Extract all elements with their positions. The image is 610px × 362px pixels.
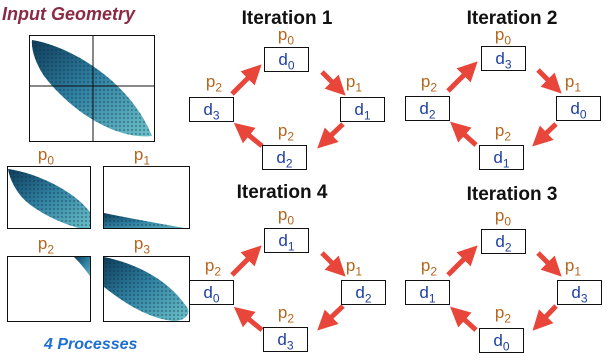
mesh-part-p2 (74, 257, 90, 277)
mesh-part-p0 (8, 169, 90, 228)
i3-right-data: d3 (557, 280, 602, 305)
i2-bottom-data: d1 (479, 145, 524, 170)
i4-right-data: d2 (341, 280, 386, 305)
proc-label-p2: p2 (37, 234, 55, 257)
i4-left-data: d0 (189, 280, 234, 305)
i2-top-data: d3 (481, 46, 526, 71)
proc-label-p0: p0 (37, 145, 55, 168)
arrow-i4-left-top (230, 245, 262, 277)
i1-top-data: d0 (264, 47, 309, 72)
i1-left-proc: p2 (205, 72, 223, 95)
arrow-i4-right-bottom (317, 304, 345, 331)
iteration-4-title: Iteration 4 (236, 182, 328, 203)
mesh-part-p1 (104, 213, 185, 228)
i1-bottom-data: d2 (262, 145, 307, 170)
i1-right-proc: p1 (345, 72, 363, 95)
i1-bottom-proc: p2 (277, 121, 295, 144)
leaf-mesh-image (30, 36, 154, 141)
input-geometry-panel (29, 35, 155, 142)
i2-top-proc: p0 (494, 25, 512, 48)
i1-left-data: d3 (189, 97, 234, 122)
i4-right-proc: p1 (345, 256, 363, 279)
partition-panel-p3 (103, 256, 190, 322)
i4-left-proc: p2 (204, 256, 222, 279)
arrow-i2-bottom-left (450, 121, 478, 147)
proc-label-p3: p3 (133, 234, 151, 257)
i3-bottom-proc: p2 (494, 303, 512, 326)
arrow-i4-top-right (320, 251, 346, 277)
i3-left-proc: p2 (420, 256, 438, 279)
arrow-i4-bottom-left (233, 306, 264, 332)
partition-panel-p2 (7, 256, 91, 322)
i1-right-data: d1 (340, 97, 385, 122)
i3-left-data: d1 (405, 280, 450, 305)
arrow-i1-top-right (320, 70, 346, 96)
arrow-i3-right-bottom (532, 304, 558, 331)
input-geometry-title: Input Geometry (2, 4, 136, 24)
i2-left-data: d2 (405, 96, 450, 121)
iteration-2-title: Iteration 2 (466, 8, 558, 29)
i3-right-proc: p1 (564, 256, 582, 279)
partition-panel-p1 (103, 166, 190, 229)
arrow-i2-left-top (446, 61, 478, 93)
proc-label-p1: p1 (133, 145, 151, 168)
i2-right-data: d0 (556, 96, 601, 121)
partition-panel-p0 (7, 166, 91, 229)
i3-top-proc: p0 (494, 206, 512, 229)
arrow-i3-bottom-left (450, 306, 478, 332)
i2-bottom-proc: p2 (494, 121, 512, 144)
arrow-i3-left-top (446, 245, 478, 277)
arrow-i1-right-bottom (317, 122, 345, 149)
i2-left-proc: p2 (420, 72, 438, 95)
arrow-i3-top-right (536, 251, 562, 277)
i3-top-data: d2 (481, 229, 526, 254)
i4-bottom-data: d3 (263, 327, 308, 352)
iteration-1-title: Iteration 1 (241, 8, 333, 29)
i2-right-proc: p1 (564, 72, 582, 95)
arrow-i1-bottom-left (233, 122, 264, 148)
i4-bottom-proc: p2 (277, 303, 295, 326)
processes-caption: 4 Processes (44, 336, 138, 353)
arrow-i2-top-right (536, 68, 562, 94)
i4-top-data: d1 (264, 228, 309, 253)
arrow-i1-left-top (230, 64, 262, 96)
arrow-i2-right-bottom (532, 122, 558, 147)
iteration-3-title: Iteration 3 (466, 184, 558, 205)
i1-top-proc: p0 (277, 25, 295, 48)
i3-bottom-data: d0 (479, 328, 524, 353)
mesh-part-p3 (104, 257, 189, 321)
i4-top-proc: p0 (277, 205, 295, 228)
